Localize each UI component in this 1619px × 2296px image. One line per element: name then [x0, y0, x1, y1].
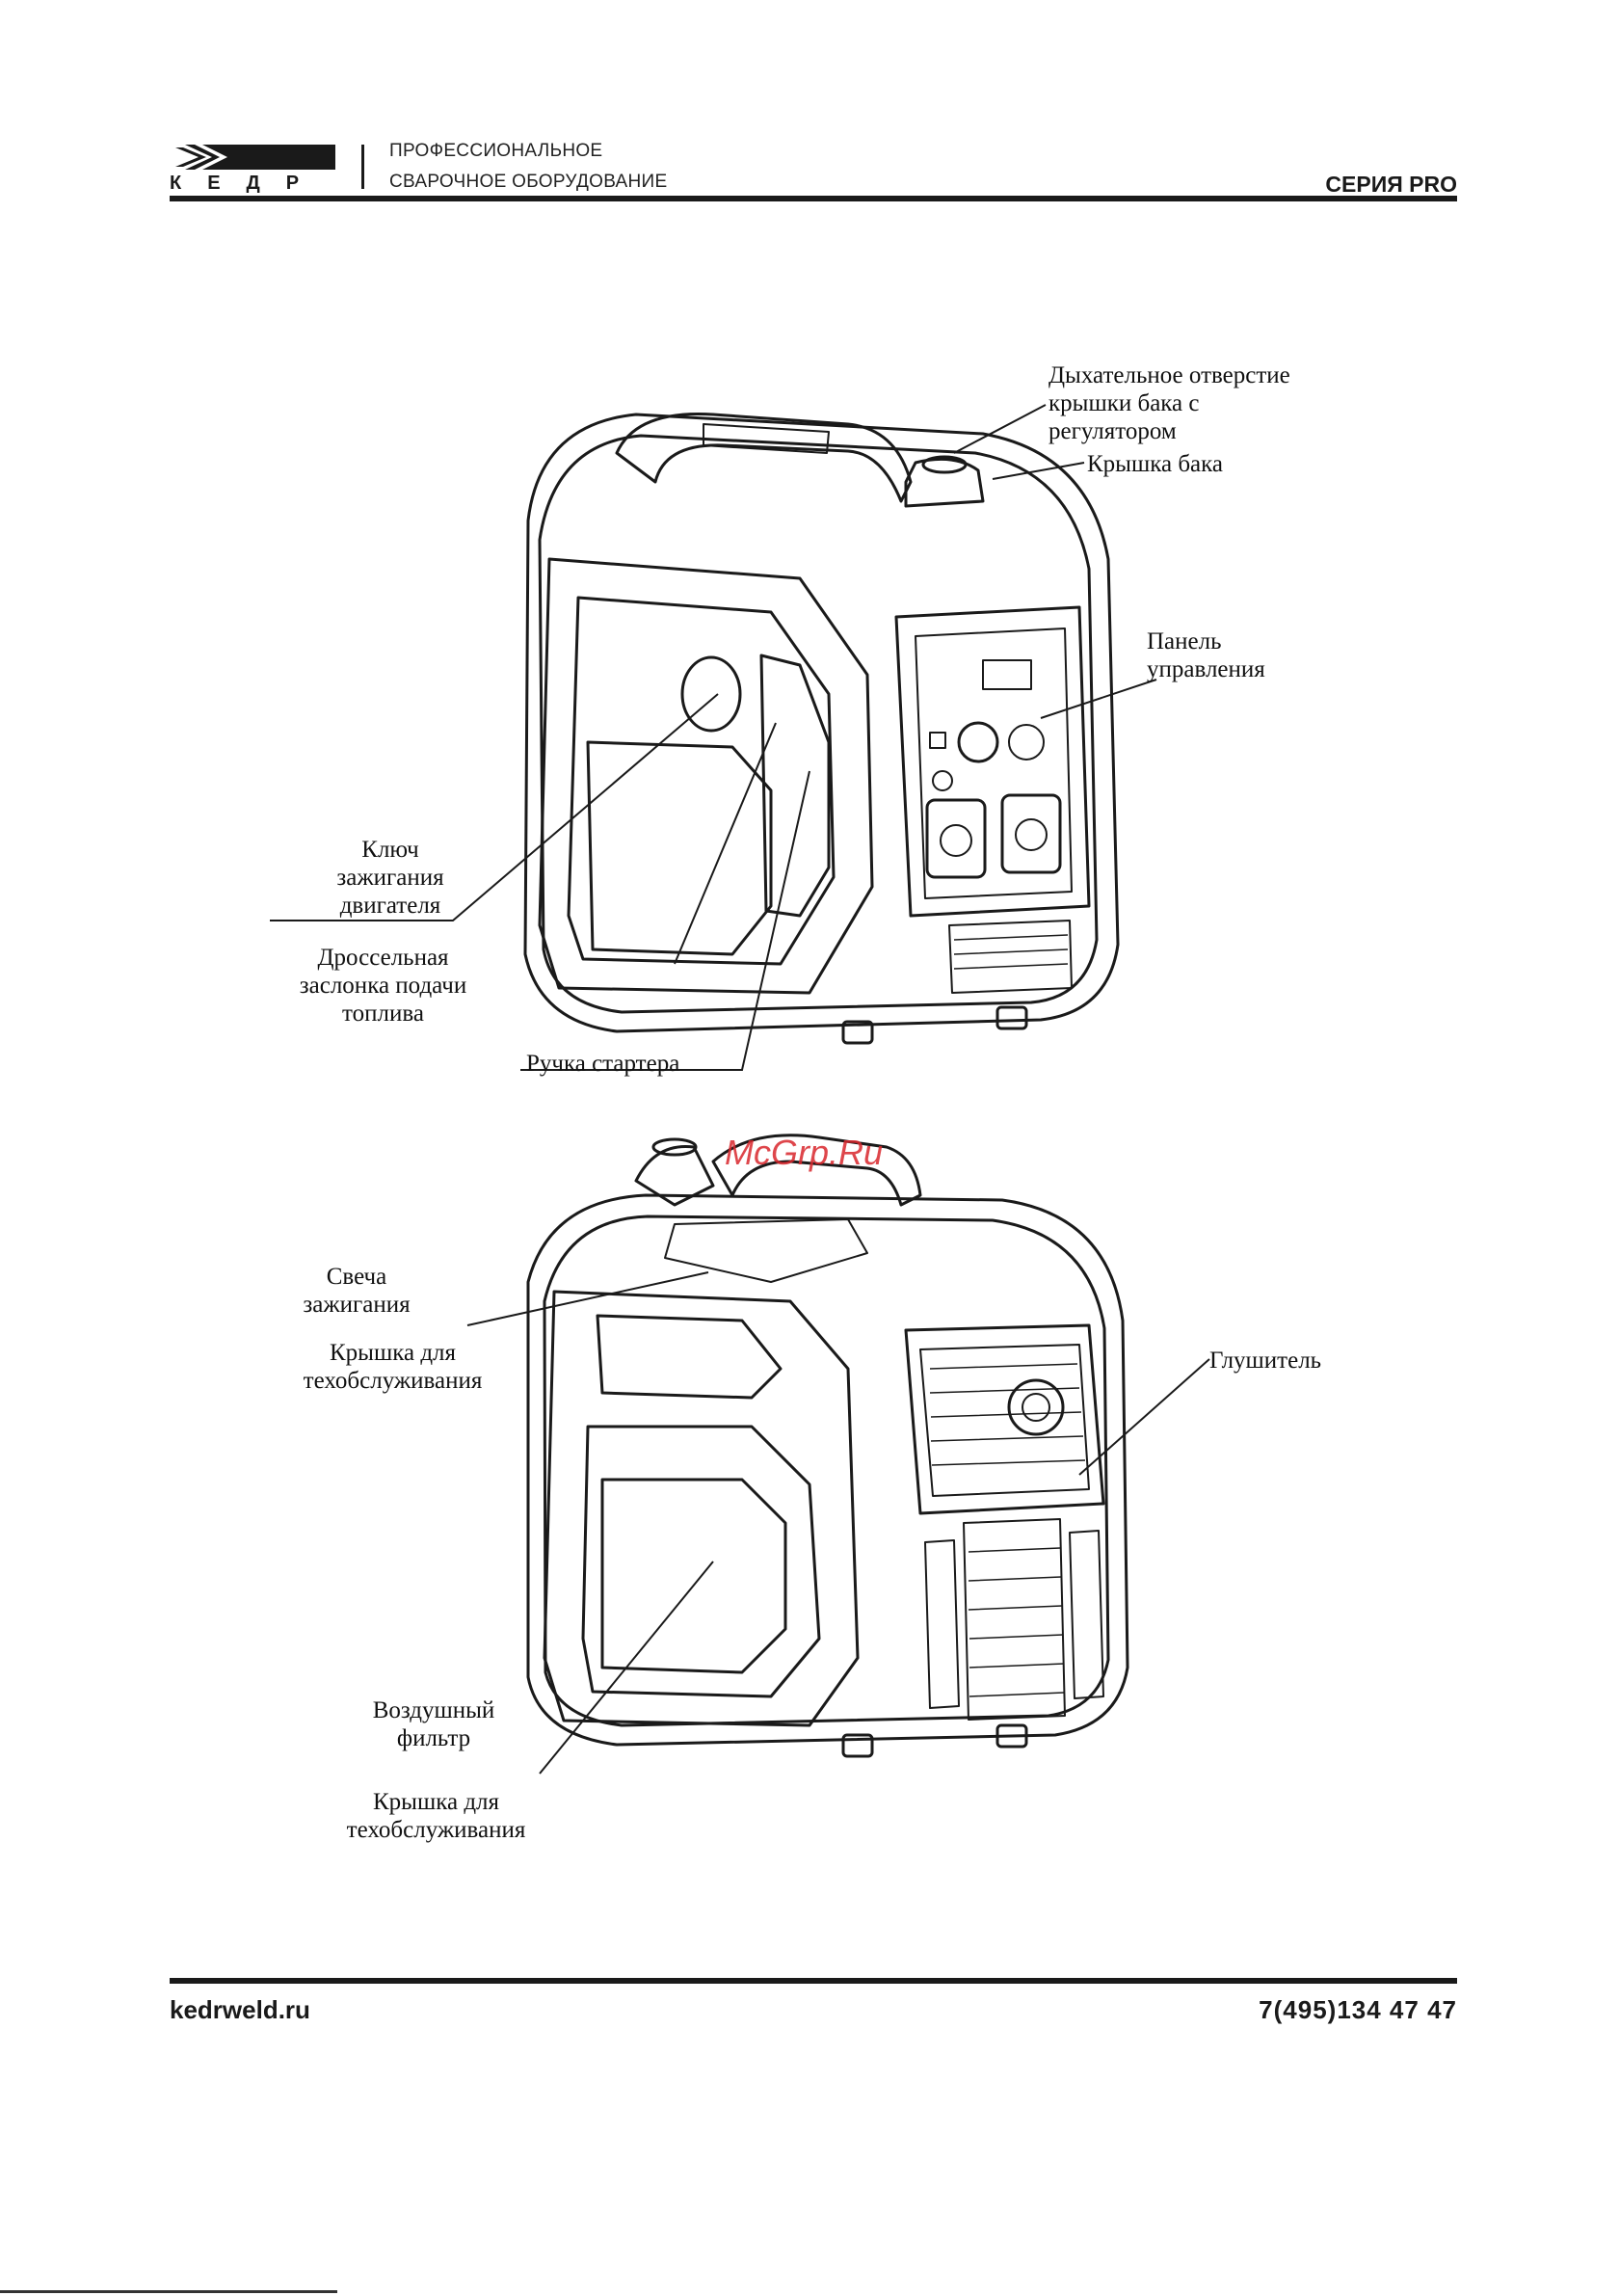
kedr-logo-icon — [170, 145, 335, 170]
header-rule — [170, 196, 1457, 201]
tagline-line2: СВАРОЧНОЕ ОБОРУДОВАНИЕ — [389, 172, 668, 192]
tagline-line1: ПРОФЕССИОНАЛЬНОЕ — [389, 141, 603, 161]
label-spark-plug: Свеча зажигания — [303, 1264, 411, 1318]
label-breather: Дыхательное отверстие крышки бака с регу… — [1048, 362, 1290, 444]
generator-back-drawing — [526, 1134, 1129, 1758]
footer-rule — [170, 1978, 1457, 1984]
series-label: СЕРИЯ PRO — [1325, 172, 1457, 197]
generator-front-drawing — [523, 413, 1120, 1045]
brand-letters: КЕДР — [170, 173, 326, 194]
phone-number[interactable]: 7(495)134 47 47 — [1259, 1995, 1457, 2024]
leader-lines — [270, 404, 1210, 1775]
label-service-cover-bottom: Крышка для техобслуживания — [346, 1789, 526, 1843]
logo-separator — [361, 145, 364, 189]
label-choke: Дроссельная заслонка подачи топлива — [299, 945, 467, 1027]
label-starter: Ручка стартера — [526, 1051, 680, 1077]
website-link[interactable]: kedrweld.ru — [170, 1995, 310, 2024]
label-tank-cap: Крышка бака — [1087, 451, 1224, 477]
label-muffler: Глушитель — [1209, 1348, 1322, 1374]
watermark: McGrp.Ru — [725, 1133, 884, 1172]
label-control-panel: Панель управления — [1147, 628, 1265, 682]
label-ignition-key: Ключ зажигания двигателя — [336, 837, 444, 919]
label-air-filter: Воздушный фильтр — [372, 1697, 495, 1751]
page-edge-line — [0, 2290, 337, 2293]
label-service-cover-top: Крышка для техобслуживания — [303, 1340, 483, 1394]
